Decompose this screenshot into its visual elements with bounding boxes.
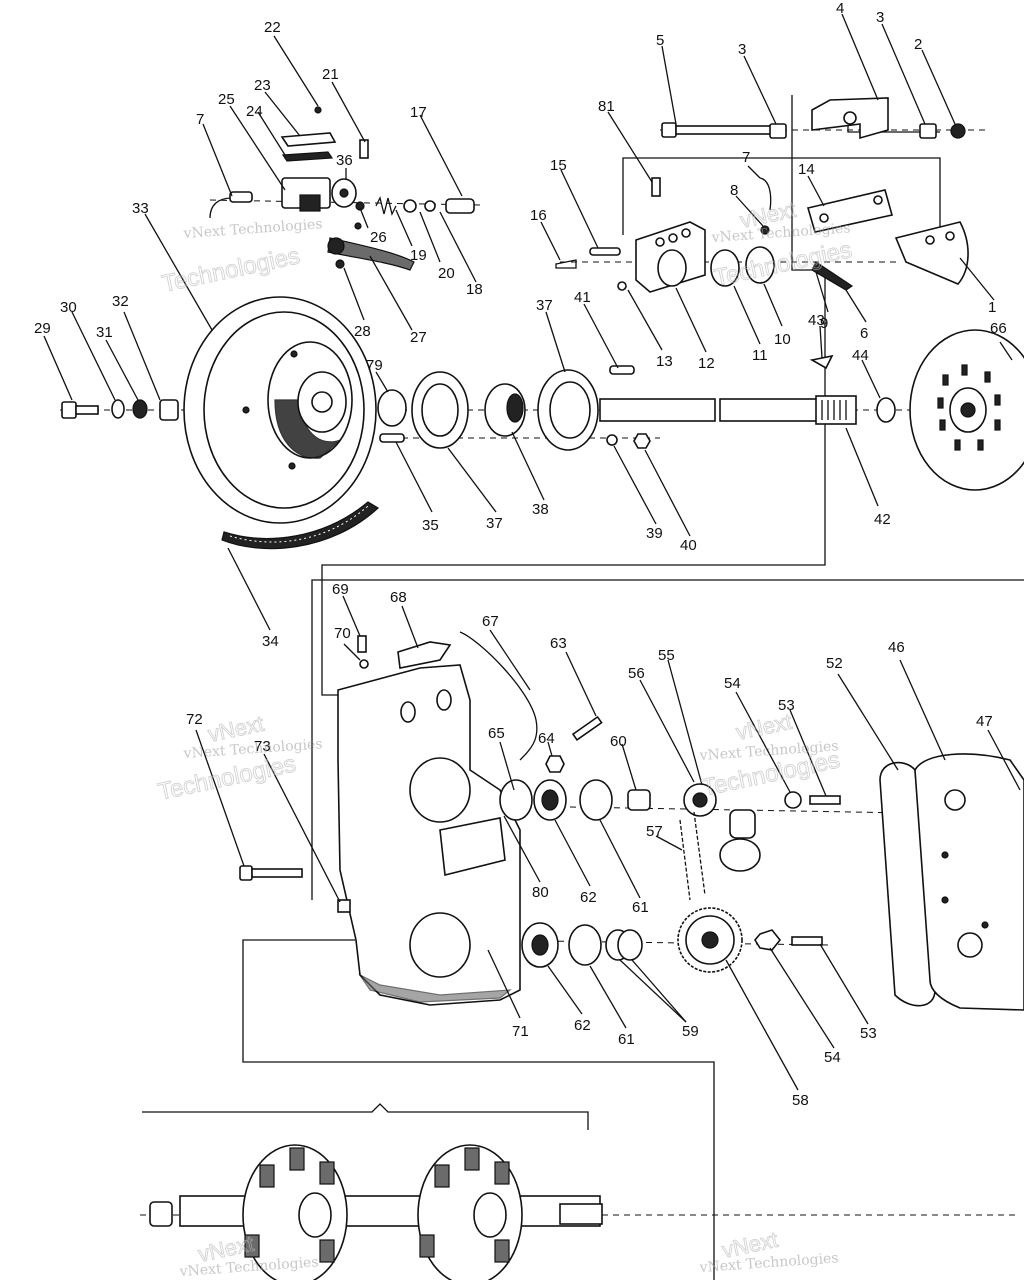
callout-54-bottom: 54	[824, 1049, 841, 1066]
callout-61-top: 61	[632, 899, 649, 916]
callout-73: 73	[254, 738, 271, 755]
callout-57: 57	[646, 823, 663, 840]
callout-23: 23	[254, 77, 271, 94]
callout-40: 40	[680, 537, 697, 554]
callout-32: 32	[112, 293, 129, 310]
callout-17: 17	[410, 104, 427, 121]
callout-62-top: 62	[580, 889, 597, 906]
callout-53-bottom: 53	[860, 1025, 877, 1042]
callout-54-top: 54	[724, 675, 741, 692]
callout-58: 58	[792, 1092, 809, 1109]
callout-18: 18	[466, 281, 483, 298]
callout-14: 14	[798, 161, 815, 178]
chaincase-assembly	[239, 631, 1024, 1011]
callout-52: 52	[826, 655, 843, 672]
callout-11: 11	[752, 347, 768, 364]
callout-62-bottom: 62	[574, 1017, 591, 1034]
callout-36: 36	[336, 152, 353, 169]
bolt-washer-stack	[61, 399, 179, 421]
callout-34: 34	[262, 633, 279, 650]
callout-29: 29	[34, 320, 51, 337]
callout-68: 68	[390, 589, 407, 606]
watermark-outline-2: Technologies	[712, 236, 855, 292]
callout-65: 65	[488, 725, 505, 742]
callout-56: 56	[628, 665, 645, 682]
callout-3-left: 3	[738, 41, 746, 58]
watermark-text-6: vNext Technologies	[698, 1250, 839, 1276]
watermark-text-1: vNext Technologies	[182, 216, 323, 242]
drive-clutch-sheave	[909, 329, 1024, 491]
callout-41: 41	[574, 289, 591, 306]
callout-59: 59	[682, 1023, 699, 1040]
callout-24: 24	[246, 103, 263, 120]
callout-30: 30	[60, 299, 77, 316]
callout-3-right: 3	[876, 9, 884, 26]
callout-labels: 22 21 23 24 25 7 17 36 26 19 20 18 27 28…	[34, 0, 1007, 1109]
callout-72: 72	[186, 711, 203, 728]
callout-7: 7	[196, 111, 204, 128]
driven-clutch-pulley	[183, 296, 377, 524]
callout-8: 8	[730, 182, 738, 199]
callout-27: 27	[410, 329, 427, 346]
callout-5: 5	[656, 32, 664, 49]
callout-44: 44	[852, 347, 869, 364]
callout-25: 25	[218, 91, 235, 108]
callout-67: 67	[482, 613, 499, 630]
jackshaft	[599, 354, 896, 425]
callout-79: 79	[366, 357, 383, 374]
callout-22: 22	[264, 19, 281, 36]
callout-13: 13	[656, 353, 673, 370]
callout-37-top: 37	[536, 297, 553, 314]
callout-81: 81	[598, 98, 615, 115]
callout-4: 4	[836, 0, 844, 17]
callout-33: 33	[132, 200, 149, 217]
callout-70: 70	[334, 625, 351, 642]
callout-80: 80	[532, 884, 549, 901]
callout-38: 38	[532, 501, 549, 518]
brake-disc-parts	[377, 369, 651, 451]
callout-64: 64	[538, 730, 555, 747]
callout-69: 69	[332, 581, 349, 598]
watermark-outline-1: Technologies	[160, 242, 303, 298]
caliper-bracket-assembly	[555, 97, 969, 293]
callout-46: 46	[888, 639, 905, 656]
callout-60: 60	[610, 733, 627, 750]
callout-28: 28	[354, 323, 371, 340]
callout-31: 31	[96, 324, 113, 341]
callout-20: 20	[438, 265, 455, 282]
callout-47: 47	[976, 713, 993, 730]
callout-43: 43	[808, 312, 825, 329]
callout-71: 71	[512, 1023, 529, 1040]
brake-cylinder-assembly	[209, 106, 475, 271]
watermark-outline-top-4: vNext	[734, 709, 794, 745]
callout-12: 12	[698, 355, 715, 372]
callout-2: 2	[914, 36, 922, 53]
callout-9: 9	[820, 315, 828, 332]
leader-lines	[43, 13, 1021, 1091]
callout-26: 26	[370, 229, 387, 246]
callout-6: 6	[860, 325, 868, 342]
callout-35: 35	[422, 517, 439, 534]
callout-61-bottom: 61	[618, 1031, 635, 1048]
callout-1: 1	[988, 299, 996, 316]
callout-15: 15	[550, 157, 567, 174]
callout-39: 39	[646, 525, 663, 542]
callout-21: 21	[322, 66, 339, 83]
callout-10: 10	[774, 331, 791, 348]
callout-55: 55	[658, 647, 675, 664]
callout-19: 19	[410, 247, 427, 264]
callout-16: 16	[530, 207, 547, 224]
drive-belt	[221, 501, 379, 550]
callout-37-bottom: 37	[486, 515, 503, 532]
callout-42: 42	[874, 511, 891, 528]
callout-63: 63	[550, 635, 567, 652]
callout-53-top: 53	[778, 697, 795, 714]
drive-shaft-assembly	[149, 1144, 603, 1280]
callout-66: 66	[990, 320, 1007, 337]
callout-7-right: 7	[742, 149, 750, 166]
